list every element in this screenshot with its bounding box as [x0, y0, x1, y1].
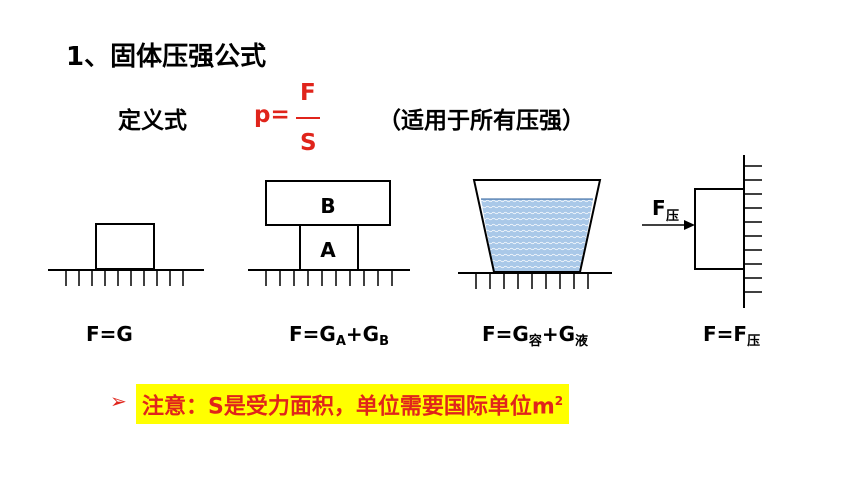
caption-container-liquid: F=G容+G液 — [482, 322, 589, 349]
notice-highlight: 注意：S是受力面积，单位需要国际单位m2 — [136, 384, 570, 425]
block-b-label: B — [320, 194, 335, 218]
applies-note: （适用于所有压强） — [378, 108, 585, 134]
caption-stacked-blocks: F=GA+GB — [289, 322, 390, 349]
formula-lhs: p= — [254, 102, 290, 128]
caption-single-block: F=G — [86, 322, 133, 346]
diagram-wall-push: F 压 — [642, 155, 762, 308]
arrow-bullet-icon: ➢ — [110, 389, 127, 413]
formula-denominator: S — [300, 130, 317, 156]
fraction-bar — [296, 117, 320, 119]
formula-numerator: F — [300, 80, 316, 106]
force-label: F — [652, 196, 666, 220]
diagram-stacked-blocks: B A — [248, 180, 410, 286]
block-a-label: A — [320, 238, 336, 262]
force-subscript: 压 — [666, 209, 679, 224]
diagram-single-block — [48, 223, 204, 286]
caption-wall-push: F=F压 — [703, 322, 761, 349]
definition-label: 定义式 — [118, 108, 187, 134]
diagram-container-liquid — [458, 179, 612, 289]
page-title: 1、固体压强公式 — [66, 42, 267, 72]
